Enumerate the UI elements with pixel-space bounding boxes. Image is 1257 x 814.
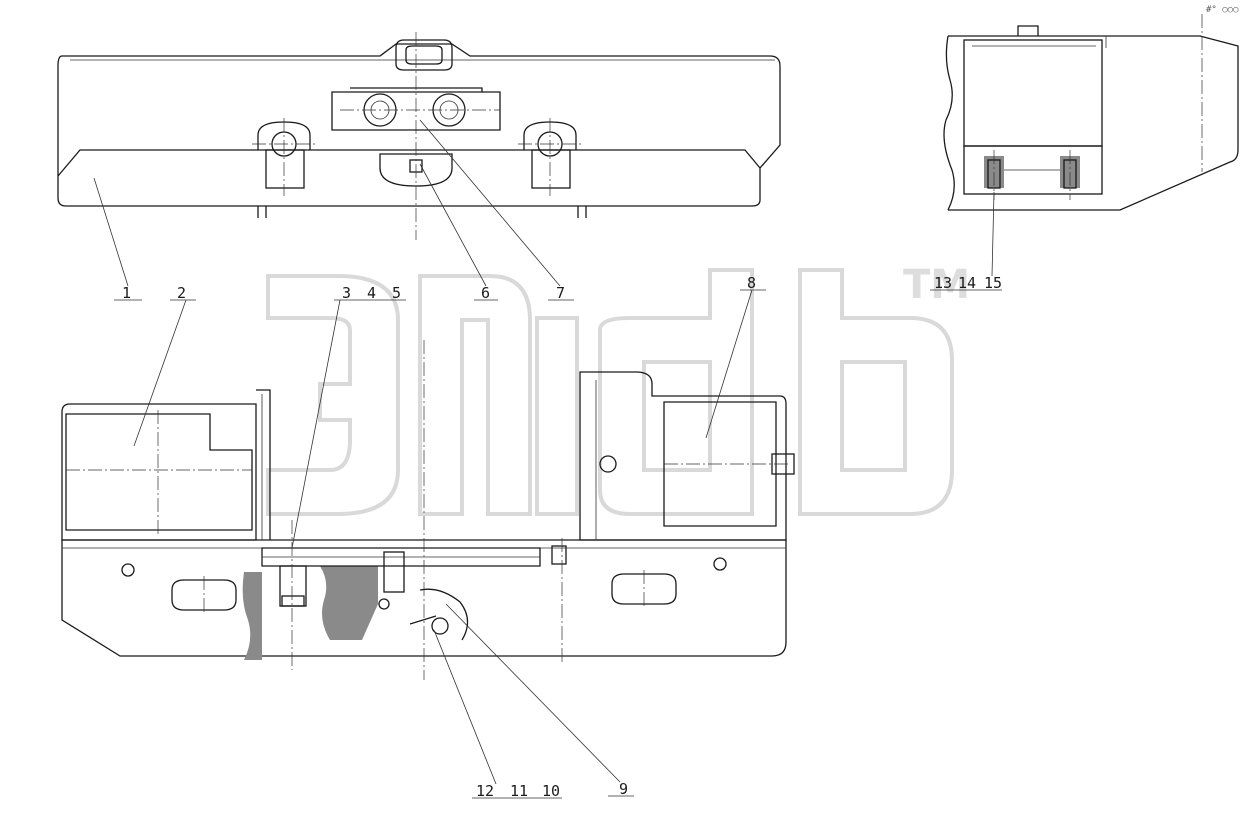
callout-4: 4: [367, 284, 376, 302]
callout-6: 6: [481, 284, 490, 302]
callout-1: 1: [122, 284, 131, 302]
side-view: [943, 14, 1239, 211]
callout-15: 15: [984, 274, 1002, 292]
callout-11: 11: [510, 782, 528, 800]
top-view: [57, 32, 781, 240]
callout-13: 13: [934, 274, 952, 292]
callout-8: 8: [747, 274, 756, 292]
callout-10: 10: [542, 782, 560, 800]
callout-9: 9: [619, 780, 628, 798]
callout-5: 5: [392, 284, 401, 302]
callout-12: 12: [476, 782, 494, 800]
corner-mark: #° ○○○: [1206, 5, 1239, 15]
leader-lines: [93, 119, 1002, 799]
front-view: [61, 340, 795, 680]
trademark-mark: TM: [903, 262, 970, 308]
callout-14: 14: [958, 274, 976, 292]
watermark-logo: TM: [266, 262, 970, 516]
callout-labels: 1 2 3 4 5 6 7 8 9 10 11 12 13 14 15: [122, 274, 1002, 800]
callout-3: 3: [342, 284, 351, 302]
callout-2: 2: [177, 284, 186, 302]
callout-7: 7: [556, 284, 565, 302]
